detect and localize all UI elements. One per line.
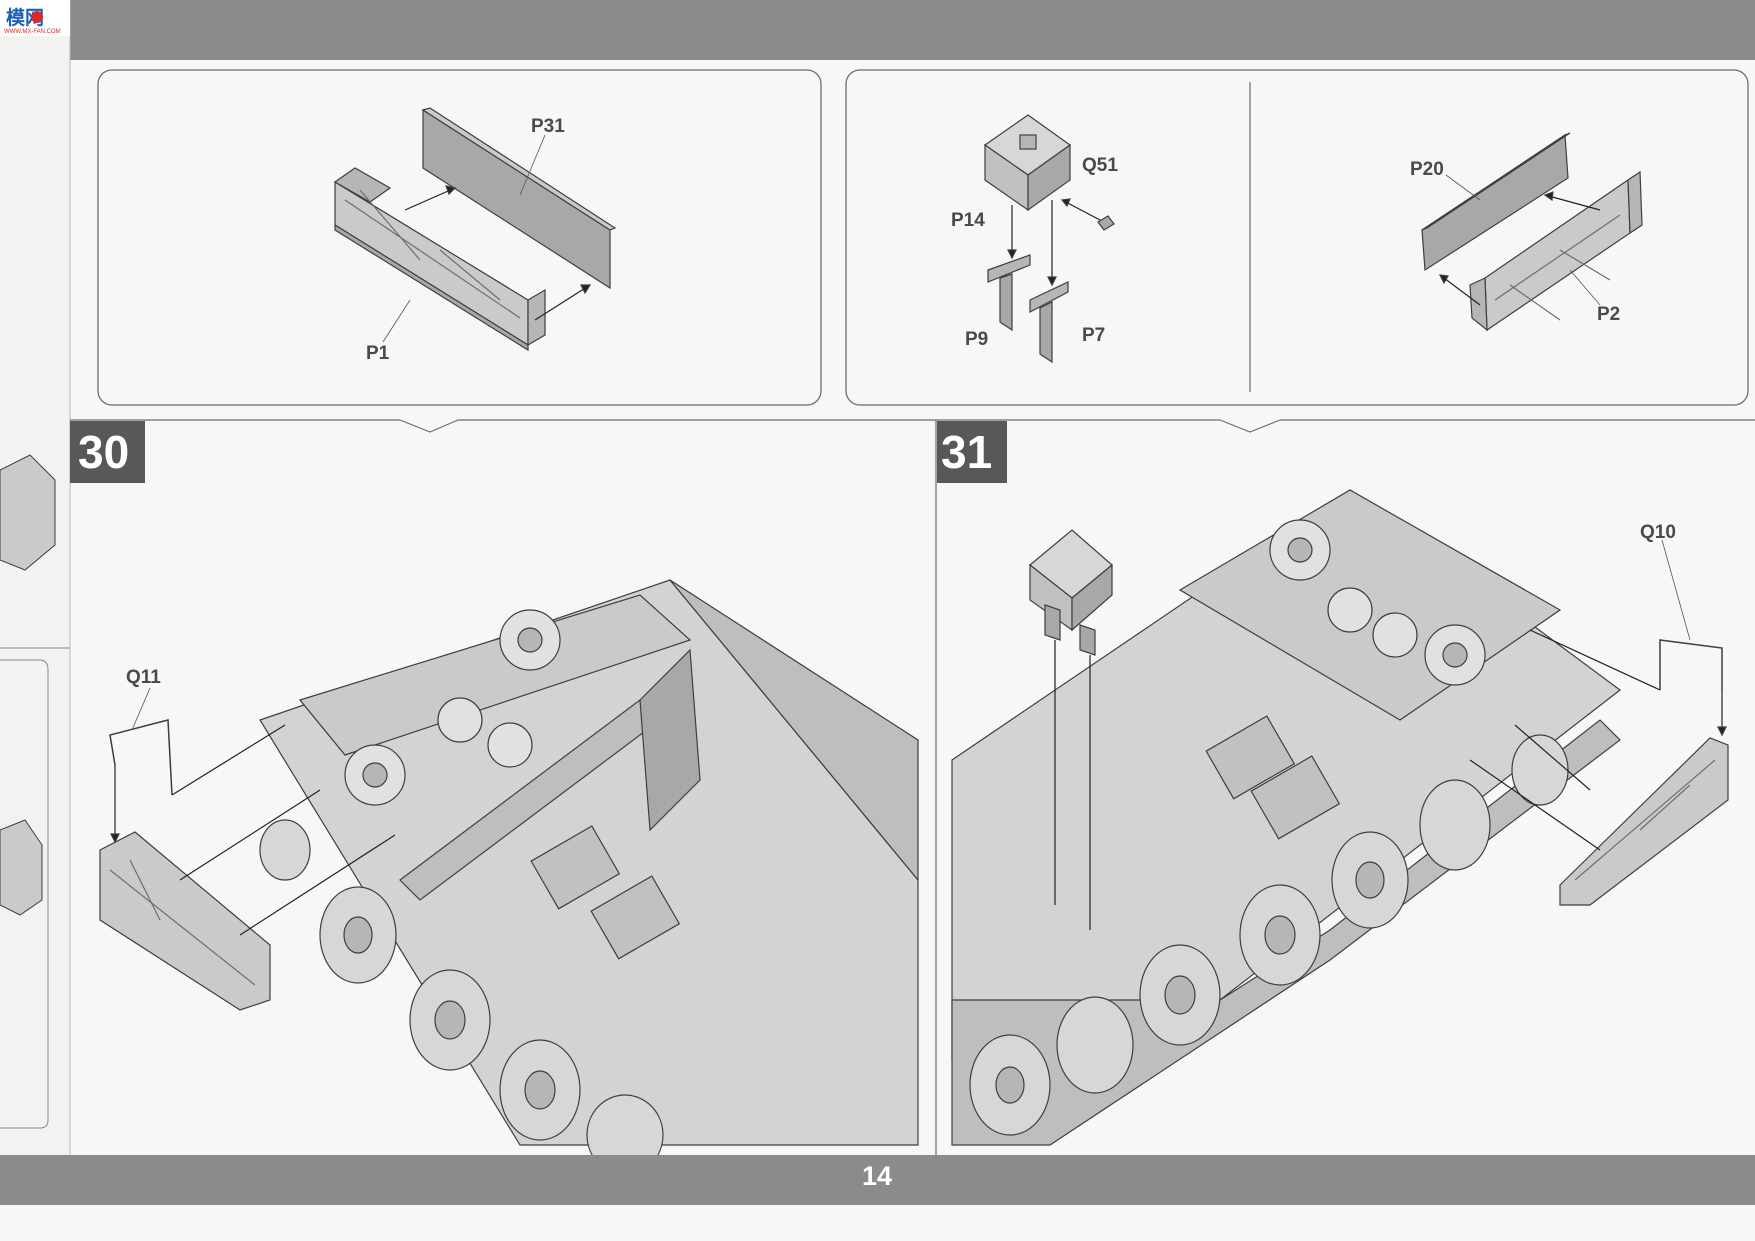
callout-pointer-step30 xyxy=(399,419,459,433)
part-p9 xyxy=(987,254,1031,283)
logo-mascot-icon xyxy=(31,11,43,23)
callout-pointer-step31 xyxy=(1219,419,1281,433)
page-number: 14 xyxy=(862,1161,892,1191)
left-margin-strip xyxy=(0,0,70,1241)
label-p7: P7 xyxy=(1082,325,1105,346)
subassembly-frame-right xyxy=(845,69,1749,406)
label-p20: P20 xyxy=(1410,159,1444,180)
part-fender-box-left xyxy=(99,831,271,1011)
subassembly-p14-q51-p9-p7 xyxy=(983,114,1115,364)
step-30-badge xyxy=(70,421,145,483)
subassembly-frame-left xyxy=(97,69,822,406)
label-p9: P9 xyxy=(965,329,988,350)
subassembly-p1-p31 xyxy=(333,107,617,352)
part-q51 xyxy=(1097,215,1115,231)
step-30-hull-illustration xyxy=(99,579,919,1176)
part-p7 xyxy=(1029,281,1069,313)
subassembly-p20-p2 xyxy=(1421,132,1643,332)
step-31-number: 31 xyxy=(941,426,992,478)
label-p2: P2 xyxy=(1597,304,1620,325)
previous-page-remnant xyxy=(0,454,70,1129)
bottom-margin xyxy=(0,1205,1755,1241)
site-logo: 模网 WWW.MX-FAN.COM xyxy=(0,0,70,36)
label-p1: P1 xyxy=(366,343,390,364)
bottom-band xyxy=(0,1155,1755,1205)
part-q10 xyxy=(1659,639,1723,690)
step-31-badge xyxy=(937,421,1007,483)
label-p31: P31 xyxy=(531,116,565,137)
logo-subtext: WWW.MX-FAN.COM xyxy=(4,29,61,35)
top-band xyxy=(0,0,1755,60)
label-q11: Q11 xyxy=(126,667,161,688)
label-p14: P14 xyxy=(951,210,985,231)
part-q11 xyxy=(109,719,173,796)
label-q10: Q10 xyxy=(1640,522,1676,543)
label-q51: Q51 xyxy=(1082,155,1118,176)
step-30-number: 30 xyxy=(78,426,129,478)
step-31-hull-illustration xyxy=(951,489,1729,1146)
